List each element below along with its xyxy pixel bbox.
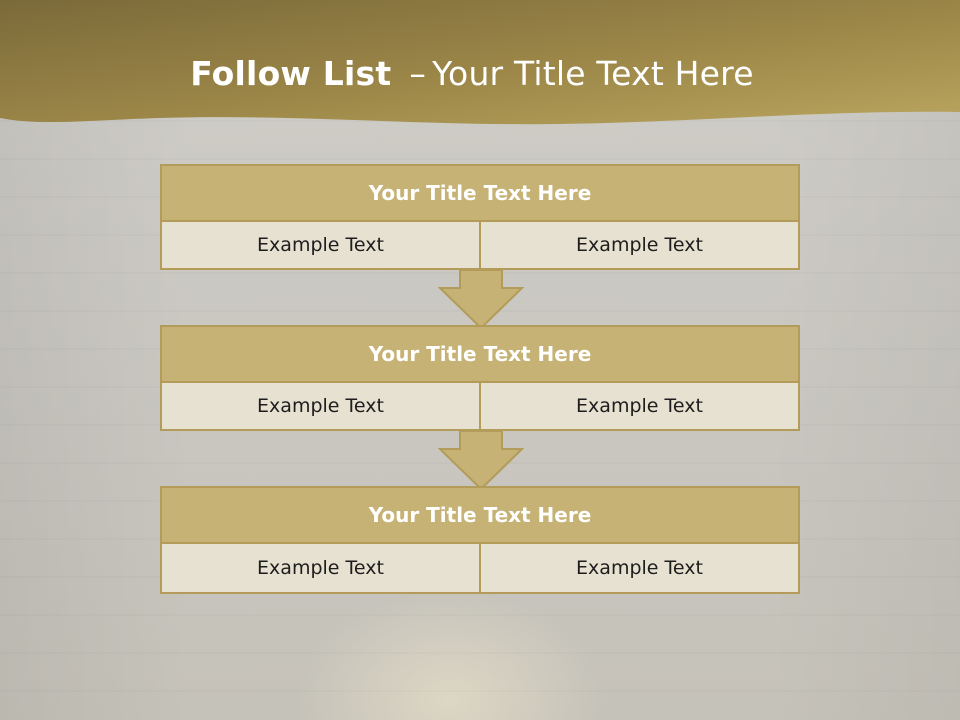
down-arrow-icon — [438, 431, 524, 491]
header-band — [0, 0, 960, 125]
block-cell-right: Example Text — [479, 544, 798, 592]
slide-title-separator: – — [409, 54, 427, 93]
block-cell-left: Example Text — [257, 395, 384, 417]
slide-title-rest: Your Title Text Here — [432, 54, 754, 93]
slide-title-bold: Follow List — [190, 54, 392, 93]
block-row: Example Text Example Text — [162, 544, 798, 592]
slide-title: Follow List–Your Title Text Here — [0, 54, 944, 93]
block-cell-left: Example Text — [257, 234, 384, 256]
block-title: Your Title Text Here — [162, 327, 798, 383]
block-title: Your Title Text Here — [162, 488, 798, 544]
block-cell-left: Example Text — [257, 557, 384, 579]
block-row: Example Text Example Text — [162, 222, 798, 268]
block-title: Your Title Text Here — [162, 166, 798, 222]
block-row: Example Text Example Text — [162, 383, 798, 429]
down-arrow-icon — [438, 270, 524, 330]
list-block-2: Your Title Text Here Example Text Exampl… — [160, 325, 800, 431]
block-cell-right: Example Text — [479, 222, 798, 268]
list-block-1: Your Title Text Here Example Text Exampl… — [160, 164, 800, 270]
list-block-3: Your Title Text Here Example Text Exampl… — [160, 486, 800, 594]
block-cell-right: Example Text — [479, 383, 798, 429]
